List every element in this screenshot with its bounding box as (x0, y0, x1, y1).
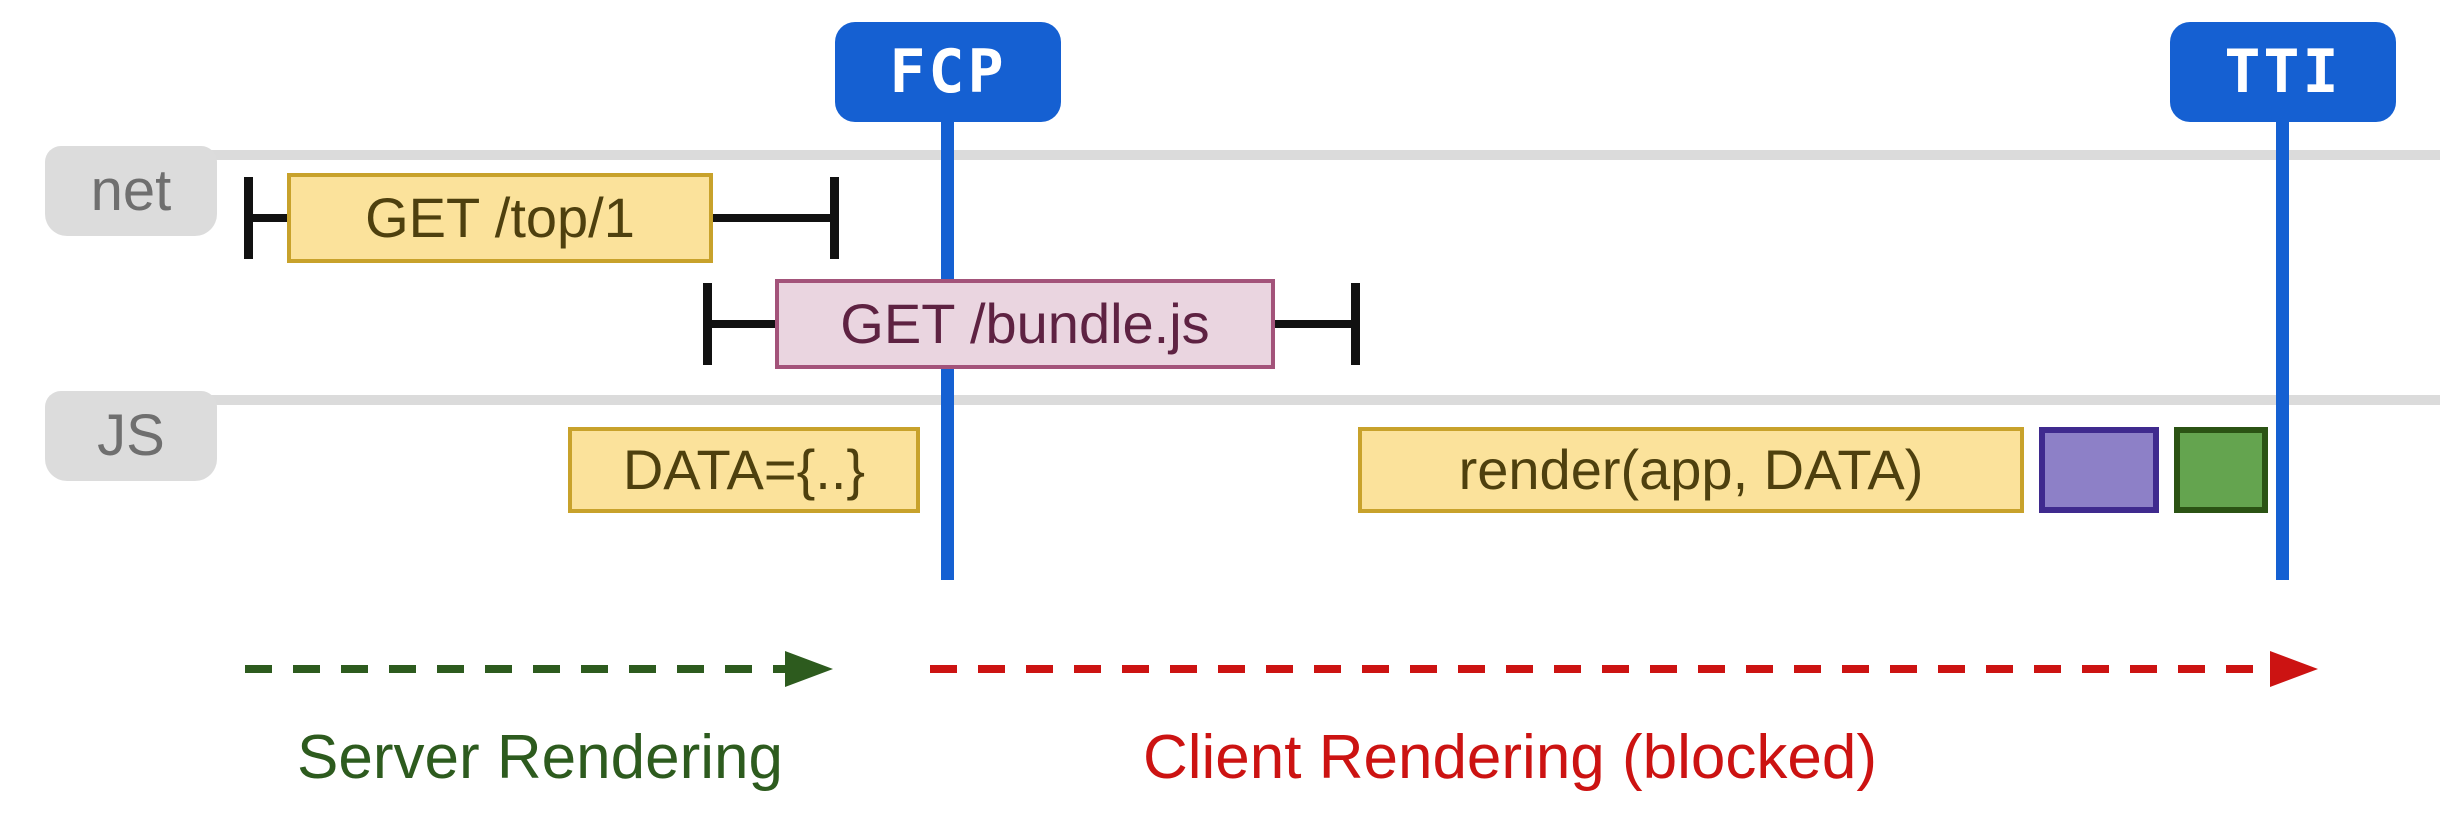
bundle-start-whisker-tick (703, 283, 712, 365)
fcp-badge: FCP (835, 22, 1061, 122)
bundle-start-whisker-line (712, 320, 777, 328)
top1-end-whisker-tick (830, 177, 839, 259)
client-rendering-arrow (930, 665, 2270, 673)
server-rendering-arrowhead-icon (785, 651, 833, 687)
net-lane-label: net (45, 146, 217, 236)
client-rendering-caption: Client Rendering (blocked) (1142, 723, 1878, 792)
net-lane-line (55, 150, 2440, 160)
client-rendering-arrowhead-icon (2270, 651, 2318, 687)
top1-start-whisker-line (253, 214, 289, 222)
task-purple-js-chunk (2039, 427, 2159, 513)
js-lane-line (55, 395, 2440, 405)
server-rendering-caption: Server Rendering (297, 723, 783, 792)
task-data-assignment: DATA={..} (568, 427, 920, 513)
bundle-end-whisker-line (1273, 320, 1355, 328)
top1-end-whisker-line (711, 214, 834, 222)
js-lane-label: JS (45, 391, 217, 481)
top1-start-whisker-tick (244, 177, 253, 259)
server-rendering-arrow (245, 665, 785, 673)
tti-badge: TTI (2170, 22, 2396, 122)
bundle-end-whisker-tick (1351, 283, 1360, 365)
tti-marker-line (2276, 120, 2289, 580)
task-get-top1: GET /top/1 (287, 173, 713, 263)
task-get-bundlejs: GET /bundle.js (775, 279, 1275, 369)
task-render-app-data: render(app, DATA) (1358, 427, 2024, 513)
task-green-js-chunk (2174, 427, 2268, 513)
